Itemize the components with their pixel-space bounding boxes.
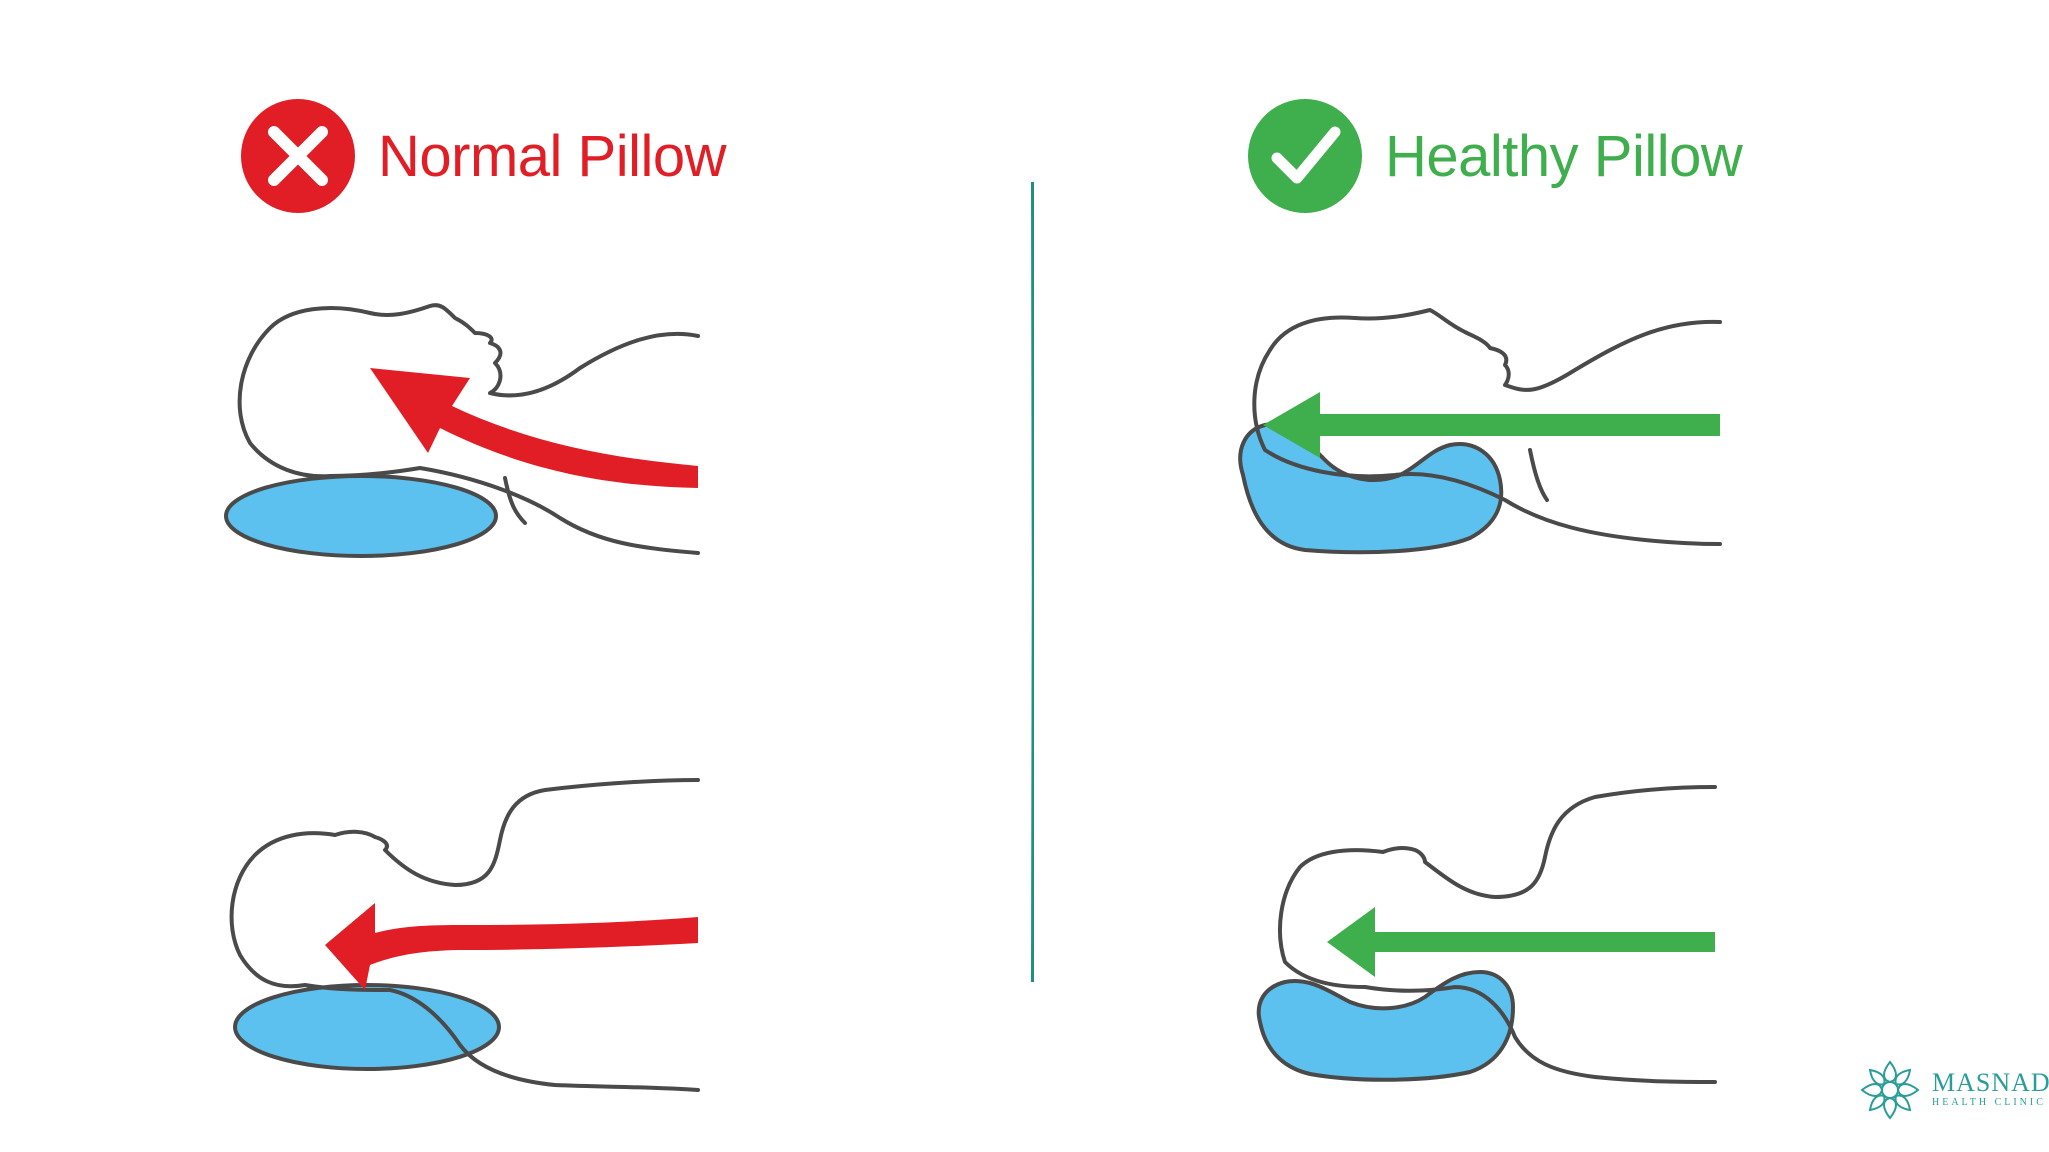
bad-alignment-arrow xyxy=(370,368,698,488)
normal-pillow-back-illustration xyxy=(220,298,720,568)
mandala-icon xyxy=(1860,1060,1920,1120)
neck-line xyxy=(1528,448,1549,502)
normal-pillow-title: Normal Pillow xyxy=(240,98,727,214)
pillow-shape xyxy=(224,474,498,558)
pillow-shape xyxy=(1256,969,1516,1082)
healthy-pillow-title: Healthy Pillow xyxy=(1247,98,1743,214)
panel-divider xyxy=(1031,182,1034,982)
clinic-name: MASNAD xyxy=(1932,1068,2049,1097)
pillow-shape xyxy=(1238,422,1504,555)
head-outline xyxy=(229,778,700,1092)
healthy-pillow-back-illustration xyxy=(1235,300,1755,560)
head-outline xyxy=(237,303,700,555)
pillow-shape xyxy=(233,983,501,1071)
bad-alignment-arrow xyxy=(325,903,698,990)
normal-pillow-label: Normal Pillow xyxy=(378,123,727,189)
head-outline xyxy=(1278,785,1717,1084)
check-mark-icon xyxy=(1247,98,1363,214)
neck-line xyxy=(503,476,527,525)
head-outline xyxy=(1252,308,1722,546)
clinic-logo: MASNAD HEALTH CLINIC xyxy=(1858,1058,2049,1122)
healthy-pillow-side-illustration xyxy=(1255,782,1755,1102)
good-alignment-arrow xyxy=(1263,392,1720,458)
normal-pillow-side-illustration xyxy=(225,775,725,1095)
good-alignment-arrow xyxy=(1327,907,1715,977)
healthy-pillow-label: Healthy Pillow xyxy=(1385,123,1743,189)
x-mark-icon xyxy=(240,98,356,214)
clinic-subtitle: HEALTH CLINIC xyxy=(1932,1097,2046,1108)
